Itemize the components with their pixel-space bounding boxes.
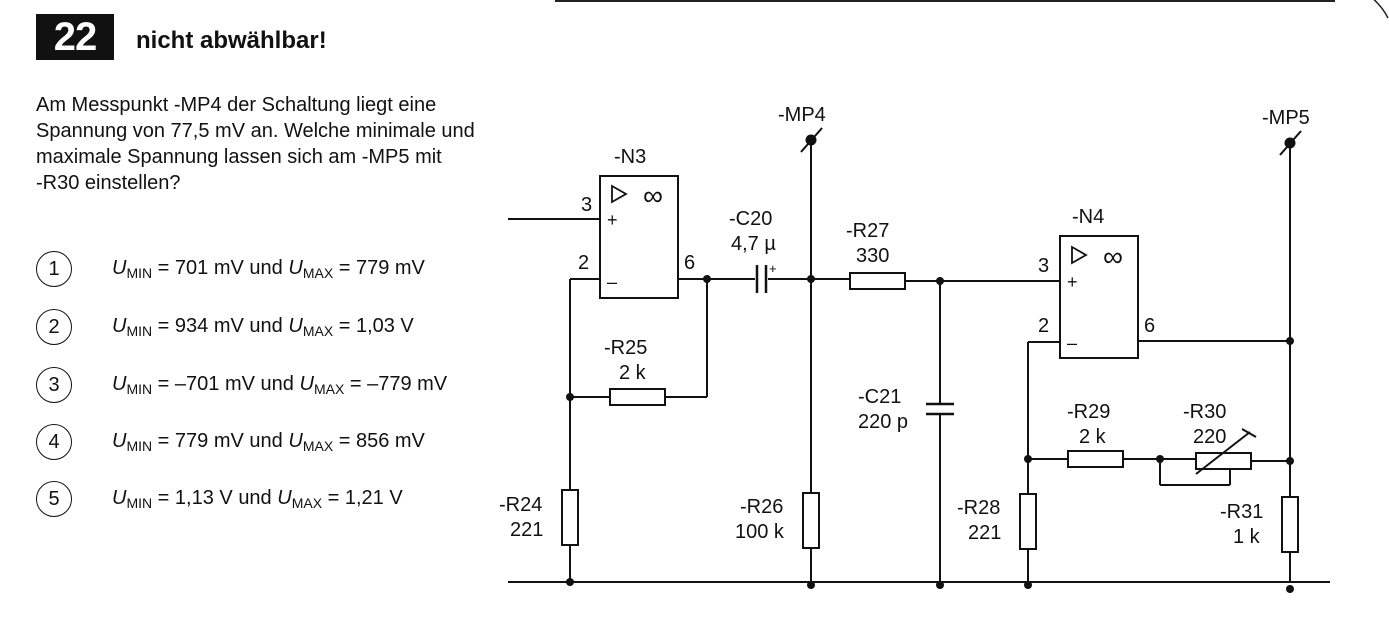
question-text: Am Messpunkt -MP4 der Schaltung liegt ei… bbox=[36, 92, 576, 196]
question-line-1: Am Messpunkt -MP4 der Schaltung liegt ei… bbox=[36, 94, 437, 116]
junction-dot bbox=[566, 393, 574, 401]
label-r31-value: 1 k bbox=[1233, 526, 1261, 548]
question-number: 22 bbox=[36, 14, 114, 60]
label-n4: -N4 bbox=[1072, 206, 1104, 228]
junction-dot bbox=[1284, 137, 1296, 149]
c20-plus-sign: + bbox=[769, 261, 777, 276]
answer-number-circle: 1 bbox=[36, 251, 72, 287]
answer-number-circle: 3 bbox=[36, 367, 72, 403]
junction-dot bbox=[1286, 337, 1294, 345]
junction-dot bbox=[807, 581, 815, 589]
label-c20-name: -C20 bbox=[729, 208, 772, 230]
answer-text: UMIN = 779 mV und UMAX = 856 mV bbox=[112, 430, 425, 454]
label-r29-name: -R29 bbox=[1067, 401, 1110, 423]
resistor-r24 bbox=[561, 489, 579, 546]
junction-dot bbox=[1286, 457, 1294, 465]
n3-plus-sign: + bbox=[607, 210, 618, 230]
label-r30-value: 220 bbox=[1193, 426, 1226, 448]
junction-dot bbox=[566, 578, 574, 586]
label-r27-value: 330 bbox=[856, 245, 889, 267]
answer-number-circle: 5 bbox=[36, 481, 72, 517]
junction-dot bbox=[805, 134, 817, 146]
question-line-4: -R30 einstellen? bbox=[36, 172, 181, 194]
label-r31-name: -R31 bbox=[1220, 501, 1263, 523]
resistor-r26 bbox=[802, 492, 820, 549]
n4-plus-sign: + bbox=[1067, 272, 1078, 292]
junction-dot bbox=[1024, 455, 1032, 463]
resistor-r29 bbox=[1067, 450, 1124, 468]
answer-text: UMIN = 1,13 V und UMAX = 1,21 V bbox=[112, 487, 403, 511]
opamp-n4 bbox=[1059, 235, 1139, 359]
n4-pin2: 2 bbox=[1038, 315, 1049, 337]
answer-text: UMIN = 701 mV und UMAX = 779 mV bbox=[112, 257, 425, 281]
potentiometer-arrow-icon bbox=[1195, 431, 1251, 475]
label-r25-name: -R25 bbox=[604, 337, 647, 359]
junction-dot bbox=[936, 277, 944, 285]
n3-pin3: 3 bbox=[581, 194, 592, 216]
label-r26-name: -R26 bbox=[740, 496, 783, 518]
junction-dot bbox=[936, 581, 944, 589]
question-line-3: maximale Spannung lassen sich am -MP5 mi… bbox=[36, 146, 442, 168]
n4-pin3: 3 bbox=[1038, 255, 1049, 277]
junction-dot bbox=[1024, 581, 1032, 589]
resistor-r31 bbox=[1281, 496, 1299, 553]
answer-text: UMIN = –701 mV und UMAX = –779 mV bbox=[112, 373, 448, 397]
question-title: nicht abwählbar! bbox=[136, 27, 327, 54]
answer-number-circle: 4 bbox=[36, 424, 72, 460]
label-c21-name: -C21 bbox=[858, 386, 901, 408]
n3-pin2: 2 bbox=[578, 252, 589, 274]
label-r30-name: -R30 bbox=[1183, 401, 1226, 423]
resistor-r27 bbox=[849, 272, 906, 290]
junction-dot bbox=[1286, 585, 1294, 593]
label-mp4: -MP4 bbox=[778, 104, 826, 126]
answer-number-circle: 2 bbox=[36, 309, 72, 345]
question-line-2: Spannung von 77,5 mV an. Welche minimale… bbox=[36, 120, 475, 142]
label-mp5: -MP5 bbox=[1262, 107, 1310, 129]
label-r28-name: -R28 bbox=[957, 497, 1000, 519]
answer-text: UMIN = 934 mV und UMAX = 1,03 V bbox=[112, 315, 414, 339]
opamp-n4-triangle-icon bbox=[1071, 245, 1088, 265]
label-r24-name: -R24 bbox=[499, 494, 542, 516]
circuit-wires bbox=[508, 140, 1330, 583]
opamp-n3 bbox=[599, 175, 679, 299]
label-r25-value: 2 k bbox=[619, 362, 647, 384]
junction-dot bbox=[807, 275, 815, 283]
resistor-r25 bbox=[609, 388, 666, 406]
junction-dot bbox=[1156, 455, 1164, 463]
page-top-rule bbox=[555, 0, 1335, 2]
label-r29-value: 2 k bbox=[1079, 426, 1107, 448]
n4-pin6: 6 bbox=[1144, 315, 1155, 337]
label-c20-value: 4,7 µ bbox=[731, 233, 776, 255]
junction-dot bbox=[703, 275, 711, 283]
label-r26-value: 100 k bbox=[735, 521, 785, 543]
opamp-n3-triangle-icon bbox=[611, 184, 628, 204]
page-corner-mark bbox=[1373, 0, 1389, 19]
resistor-r28 bbox=[1019, 493, 1037, 550]
label-c21-value: 220 p bbox=[858, 411, 908, 433]
n3-infinity-symbol: ∞ bbox=[643, 180, 663, 211]
n3-pin6: 6 bbox=[684, 252, 695, 274]
n4-infinity-symbol: ∞ bbox=[1103, 241, 1123, 272]
label-n3: -N3 bbox=[614, 146, 646, 168]
label-r27-name: -R27 bbox=[846, 220, 889, 242]
n3-minus-sign: – bbox=[607, 272, 617, 292]
label-r28-value: 221 bbox=[968, 522, 1001, 544]
label-r24-value: 221 bbox=[510, 519, 543, 541]
n4-minus-sign: – bbox=[1067, 333, 1077, 353]
